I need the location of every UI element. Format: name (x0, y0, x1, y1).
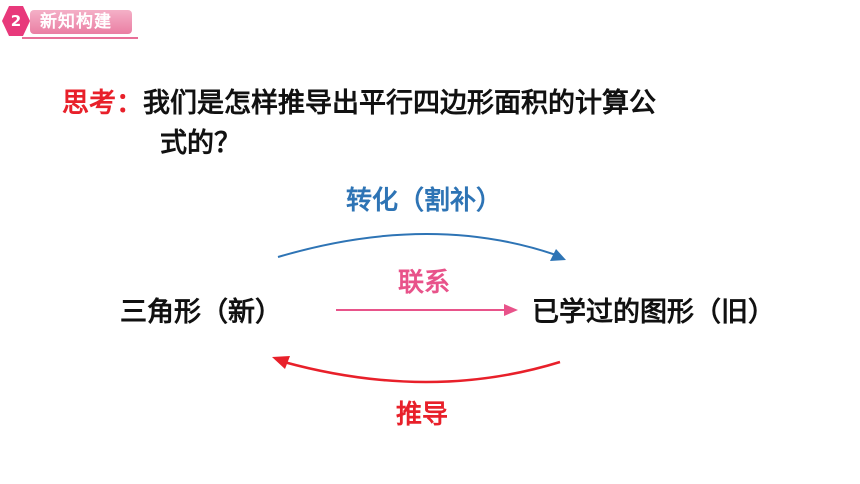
derive-arrowhead (272, 356, 290, 369)
right-node-learned-shapes: 已学过的图形（旧） (532, 297, 775, 328)
section-tag-bar (30, 10, 132, 34)
relation-arrowhead (504, 304, 518, 316)
section-tag: 2 新知构建 (0, 6, 160, 39)
question-label: 思考： (62, 88, 143, 119)
question-block: 思考：我们是怎样推导出平行四边形面积的计算公 式的？ (62, 84, 822, 164)
convert-label: 转化（割补） (346, 186, 503, 216)
convert-arrow (277, 233, 557, 258)
derive-arrow (283, 360, 561, 384)
section-underline (22, 37, 138, 39)
relation-label: 联系 (398, 268, 451, 298)
left-node-triangle: 三角形（新） (120, 297, 282, 328)
question-line-2: 式的？ (160, 128, 241, 159)
question-line-1: 我们是怎样推导出平行四边形面积的计算公 (143, 88, 656, 119)
section-title: 新知构建 (40, 12, 112, 32)
derive-label: 推导 (396, 400, 449, 430)
convert-arrowhead (550, 249, 566, 261)
